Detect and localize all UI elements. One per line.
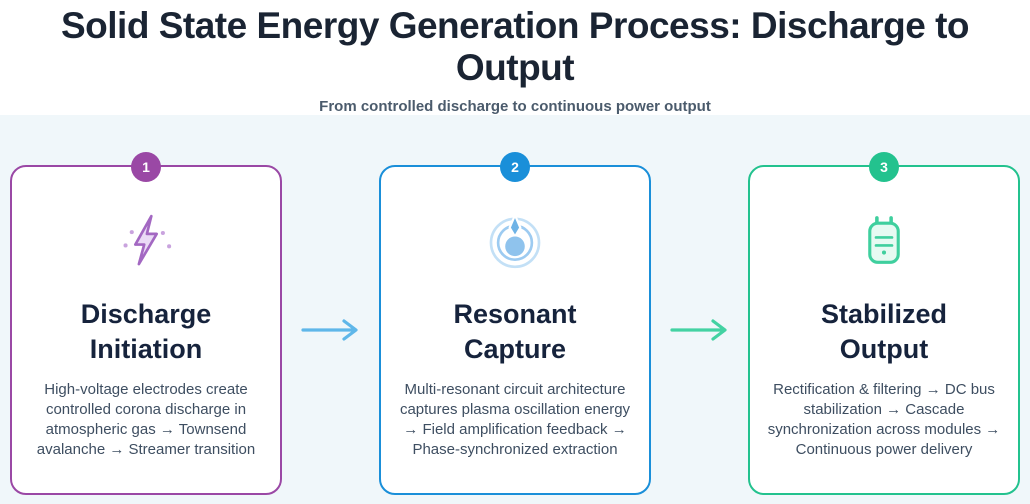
step-number-badge: 2 [500,152,530,182]
header: Solid State Energy Generation Process: D… [0,0,1030,115]
step-card-discharge-initiation: 1 Discharge Initiation High-voltage elec… [10,152,282,495]
page-subtitle: From controlled discharge to continuous … [319,98,711,115]
step-number-badge: 3 [869,152,899,182]
step-description: High-voltage electrodes create controlle… [36,381,256,458]
step-number: 3 [880,159,888,175]
step-title: Resonant Capture [453,299,577,365]
flow-arrow-right-icon [651,317,748,343]
battery-icon [750,209,1018,273]
step-number-badge: 1 [131,152,161,182]
resonance-rings-icon [381,209,649,273]
step-description: Multi-resonant circuit architecture capt… [399,381,631,458]
step-number: 1 [142,159,150,175]
step-title: Discharge Initiation [80,299,212,365]
process-cards-row: 1 Discharge Initiation High-voltage elec… [10,152,1020,495]
process-section: 1 Discharge Initiation High-voltage elec… [0,115,1030,504]
page-title: Solid State Energy Generation Process: D… [61,5,970,88]
step-description: Rectification & filtering → DC bus stabi… [767,381,1001,458]
step-card-stabilized-output: 3 Stabilized Output Rectification & filt… [748,152,1020,495]
lightning-bolt-icon [12,209,280,273]
step-number: 2 [511,159,519,175]
step-title: Stabilized Output [820,299,948,365]
step-card-resonant-capture: 2 Resonant Capture Multi-resonant circui… [379,152,651,495]
flow-arrow-right-icon [282,317,379,343]
